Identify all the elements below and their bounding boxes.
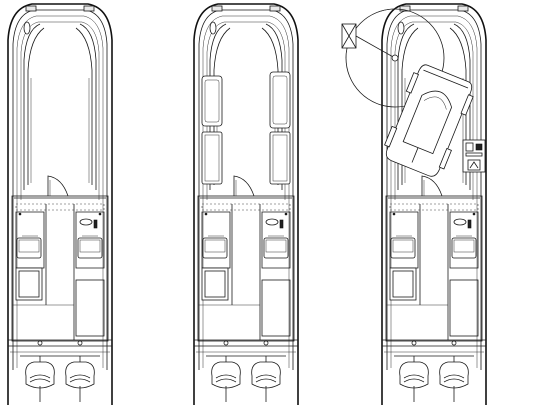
davit-crane-sweep — [341, 8, 445, 108]
deck-plan-side-storage — [193, 3, 299, 405]
control-console — [462, 139, 486, 173]
tender-boat — [384, 64, 474, 177]
side-lockers — [201, 71, 291, 185]
deck-plan-standard — [7, 3, 113, 405]
deck-plan-davit-tender — [381, 3, 487, 405]
